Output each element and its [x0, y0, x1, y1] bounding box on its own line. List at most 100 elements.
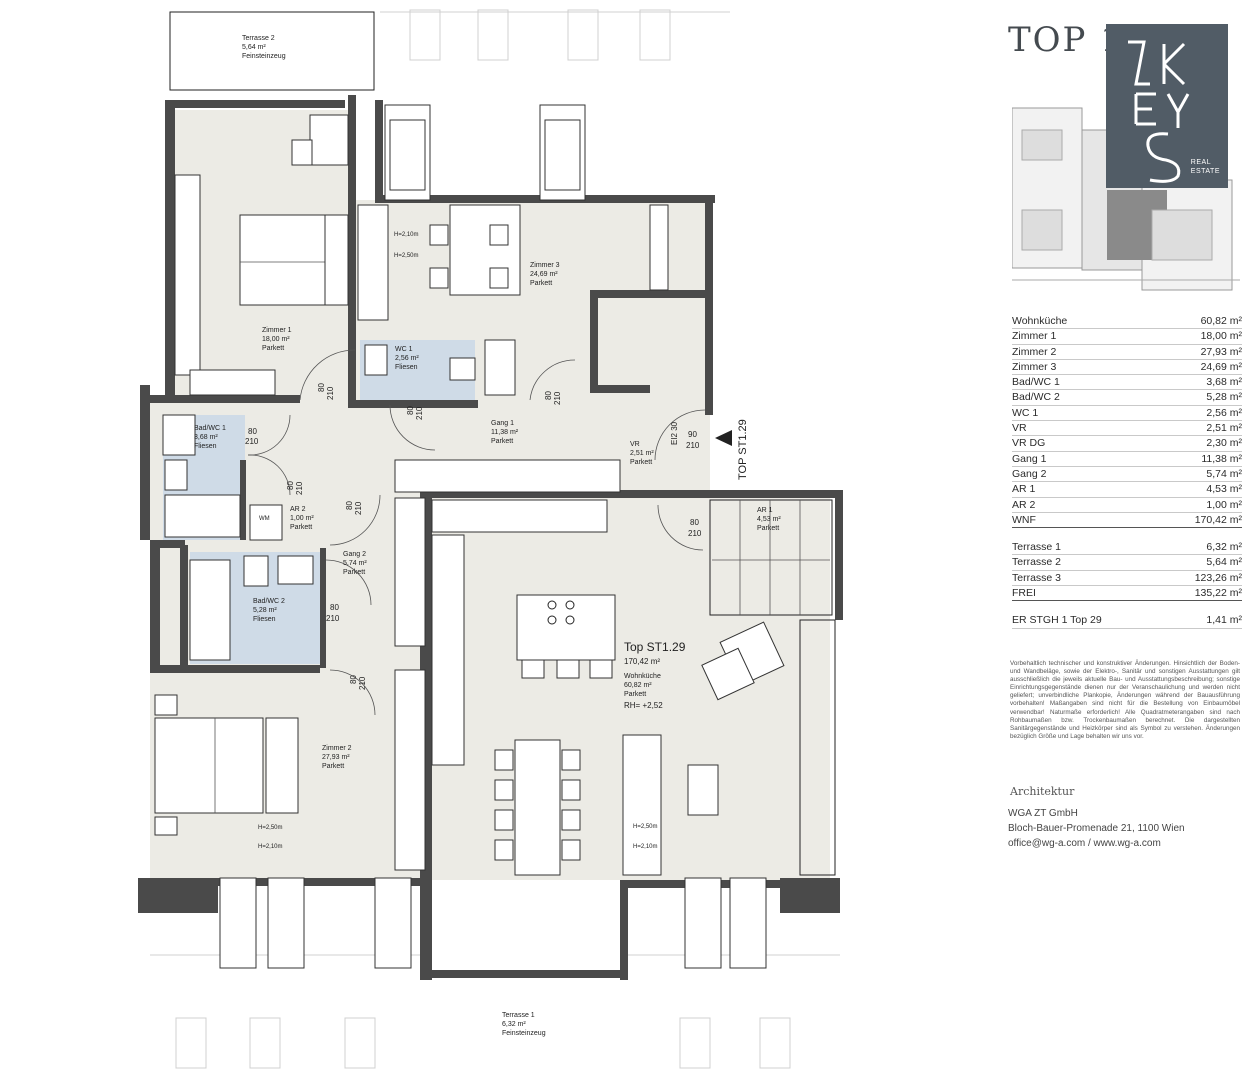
area-label: WNF — [1012, 513, 1036, 526]
wc1-area: 2,56 m² — [395, 355, 419, 362]
badwc1-floor: Fliesen — [194, 443, 217, 450]
page-title: TOP 1 — [1008, 20, 1124, 60]
walls — [138, 95, 843, 980]
door-h: 210 — [415, 406, 424, 420]
terrasse2-floor: Feinsteinzeug — [242, 53, 286, 60]
door-w: 80 — [544, 391, 553, 400]
door-h: 210 — [326, 614, 340, 623]
wc1-floor: Fliesen — [395, 364, 418, 371]
wohnkueche-floor: Parkett — [624, 691, 646, 698]
height-zimmer2-upper: H=2,50m — [258, 825, 283, 831]
area-value: 24,69 m² — [1200, 360, 1242, 373]
door-w: 80 — [286, 481, 295, 490]
ar1-area: 4,53 m² — [757, 516, 781, 523]
building-key-plan — [1012, 107, 1240, 291]
area-value: 27,93 m² — [1200, 345, 1242, 358]
gang1-name: Gang 1 — [491, 420, 514, 427]
height-zimmer2-lower: H=2,10m — [258, 844, 283, 850]
ikeys-logo: REAL ESTATE — [1106, 24, 1228, 188]
door-w: 80 — [349, 675, 358, 684]
wc1-name: WC 1 — [395, 346, 413, 353]
area-label: Gang 1 — [1012, 452, 1047, 465]
zimmer2-floor: Parkett — [322, 763, 344, 770]
vr-floor: Parkett — [630, 459, 652, 466]
terrasse2-name: Terrasse 2 — [242, 35, 275, 42]
terrasse2-area: 5,64 m² — [242, 44, 266, 51]
room-height: RH= +2,52 — [624, 701, 663, 710]
door-h: 210 — [295, 481, 304, 495]
furniture — [154, 114, 836, 876]
area-value: 18,00 m² — [1200, 330, 1242, 343]
terrasse-2-area — [169, 11, 375, 91]
height-kueche-upper: H=2,50m — [633, 824, 658, 830]
floor-plan: Terrasse 2 5,64 m² Feinsteinzeug Zimmer … — [138, 9, 843, 1069]
door-w: 80 — [248, 427, 257, 436]
architect-contact: office@wg-a.com / www.wg-a.com — [1008, 838, 1161, 849]
area-row: Zimmer 3 24,69 m² — [1012, 360, 1242, 376]
door-w: 80 — [345, 501, 354, 510]
terrasse1-name: Terrasse 1 — [502, 1012, 535, 1019]
badwc1-name: Bad/WC 1 — [194, 425, 226, 432]
architect-address: Bloch-Bauer-Promenade 21, 1100 Wien — [1008, 823, 1185, 834]
area-row: AR 1 4,53 m² — [1012, 482, 1242, 498]
area-label: Terrasse 3 — [1012, 571, 1062, 584]
gang2-area: 5,74 m² — [343, 560, 367, 567]
entrance-arrow-icon — [715, 430, 732, 446]
ar2-name: AR 2 — [290, 506, 306, 513]
area-label: Wohnküche — [1012, 315, 1068, 327]
zimmer2-area: 27,93 m² — [322, 754, 350, 761]
ar2-floor: Parkett — [290, 524, 312, 531]
area-value: 3,68 m² — [1206, 376, 1242, 389]
area-value: 135,22 m² — [1194, 587, 1242, 600]
area-value: 1,00 m² — [1206, 498, 1242, 511]
unit-name: Top ST1.29 — [624, 640, 686, 654]
area-value: 2,51 m² — [1206, 422, 1242, 435]
wohnkueche-area: 60,82 m² — [624, 682, 652, 689]
door-rating: EI2 30 — [670, 421, 679, 445]
ar1-name: AR 1 — [757, 507, 773, 514]
architect-title: Architektur — [1010, 785, 1075, 798]
area-value: 1,41 m² — [1206, 614, 1242, 627]
area-label: Zimmer 3 — [1012, 360, 1057, 373]
door-h: 210 — [354, 501, 363, 515]
logo-tagline-1: REAL — [1190, 159, 1212, 166]
area-label: Zimmer 1 — [1012, 330, 1057, 343]
area-value: 2,30 m² — [1206, 437, 1242, 450]
zimmer1-name: Zimmer 1 — [262, 327, 292, 334]
area-value: 5,28 m² — [1206, 391, 1242, 404]
door-h: 210 — [686, 441, 700, 450]
door-w: 80 — [330, 603, 339, 612]
door-h: 210 — [326, 386, 335, 400]
vr-area: 2,51 m² — [630, 450, 654, 457]
window-bays — [219, 104, 767, 969]
area-label: WC 1 — [1012, 406, 1039, 419]
vr-name: VR — [630, 441, 640, 448]
area-value: 4,53 m² — [1206, 483, 1242, 496]
zimmer3-floor: Parkett — [530, 280, 552, 287]
badwc2-floor: Fliesen — [253, 616, 276, 623]
zimmer2-name: Zimmer 2 — [322, 745, 352, 752]
area-label: AR 1 — [1012, 483, 1036, 496]
badwc1-area: 3,68 m² — [194, 434, 218, 441]
terrasse1-area: 6,32 m² — [502, 1021, 526, 1028]
area-row: WNF 170,42 m² — [1012, 513, 1242, 529]
area-value: 170,42 m² — [1194, 513, 1242, 526]
terrasse1-floor: Feinsteinzeug — [502, 1030, 546, 1037]
area-row: Zimmer 1 18,00 m² — [1012, 329, 1242, 345]
architect-info: WGA ZT GmbH Bloch-Bauer-Promenade 21, 11… — [1008, 806, 1185, 851]
gang2-floor: Parkett — [343, 569, 365, 576]
area-label: FREI — [1012, 587, 1036, 600]
area-label: Gang 2 — [1012, 467, 1047, 480]
